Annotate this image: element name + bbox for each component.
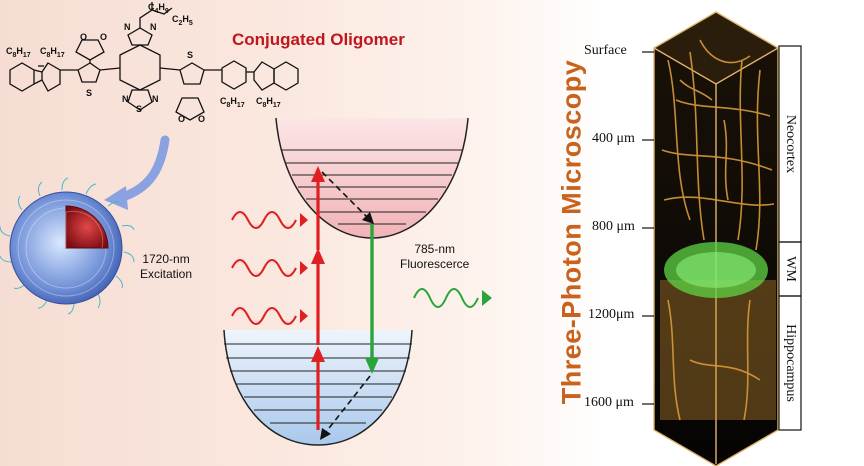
nanoparticle — [0, 177, 135, 315]
excitation-waves — [231, 211, 297, 325]
arrowhead — [362, 212, 374, 224]
fluorescence-word: Fluorescerce — [400, 257, 470, 271]
depth-label: 1200μm — [588, 307, 635, 322]
atom-o: O — [100, 32, 107, 42]
oligomer-title: Conjugated Oligomer — [232, 30, 405, 49]
wave-arrowhead — [300, 309, 308, 323]
arrowhead — [365, 358, 379, 374]
depth-axis — [642, 51, 654, 405]
relaxation-arrows — [321, 171, 371, 433]
atom-s: S — [136, 104, 142, 114]
region-label-neocortex: Neocortex — [783, 114, 798, 174]
atom-s: S — [187, 50, 193, 60]
arrowhead — [320, 428, 331, 440]
depth-label: Surface — [584, 43, 627, 58]
alkyl-label: C8H17 — [220, 96, 245, 109]
depth-label: 400 μm — [592, 131, 635, 146]
region-brackets — [778, 45, 802, 431]
wave-arrowhead — [300, 213, 308, 227]
fluorescence-label: 785-nm Fluorescerce — [400, 242, 469, 272]
atom-n: N — [150, 22, 157, 32]
microscopy-title: Three-Photon Microscopy — [556, 59, 587, 405]
molecule-structure — [9, 2, 299, 121]
wave-arrowhead — [300, 261, 308, 275]
alkyl-label: C8H17 — [6, 46, 31, 59]
fluorescence-wavelength: 785-nm — [414, 242, 456, 256]
depth-label: 1600 μm — [584, 395, 634, 410]
brain-slab — [653, 11, 779, 466]
alkyl-label: C8H17 — [40, 46, 65, 59]
formulation-arrowhead — [104, 186, 128, 210]
alkyl-label: C4H9 — [148, 2, 169, 15]
region-label-hippocampus: Hippocampus — [783, 324, 798, 402]
fluorescence-arrowhead — [482, 290, 492, 306]
atom-n: N — [152, 94, 159, 104]
atom-s: S — [86, 88, 92, 98]
excitation-label: 1720-nm Excitation — [140, 252, 192, 282]
atom-o: O — [198, 114, 205, 124]
fluorescence-wave — [413, 288, 479, 308]
excitation-word: Excitation — [140, 267, 193, 281]
atom-n: N — [122, 94, 129, 104]
depth-label: 800 μm — [592, 219, 635, 234]
arrowhead — [311, 248, 325, 264]
formulation-arrow — [115, 135, 170, 203]
excitation-wavelength: 1720-nm — [142, 252, 190, 266]
arrowhead — [311, 346, 325, 362]
alkyl-label: C2H5 — [172, 14, 193, 27]
alkyl-label: C8H17 — [256, 96, 281, 109]
atom-o: O — [80, 32, 87, 42]
atom-n: N — [124, 22, 131, 32]
atom-o: O — [178, 114, 185, 124]
arrowhead — [311, 166, 325, 182]
region-label-wm: WM — [783, 256, 798, 282]
